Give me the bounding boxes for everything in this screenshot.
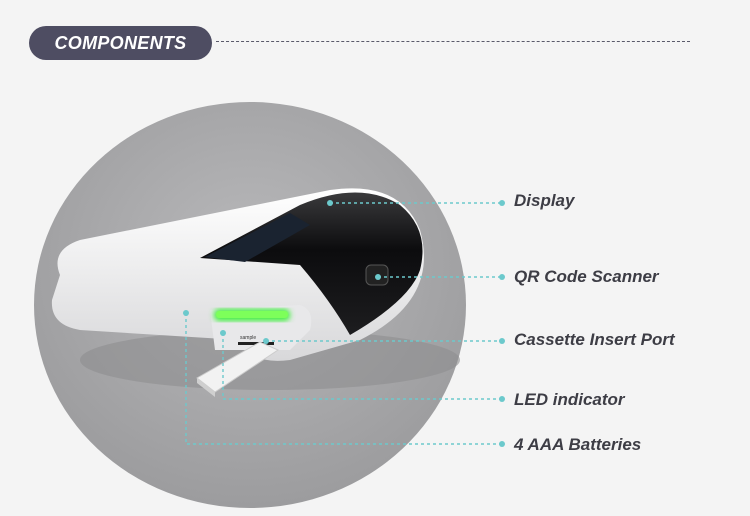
callout-display: Display [514, 191, 575, 210]
callout-qr-code-scanner: QR Code Scanner [514, 267, 659, 286]
slot-label: sample [240, 335, 256, 341]
cassette-slot [238, 342, 274, 345]
header-divider [216, 41, 690, 42]
section-title-badge: COMPONENTS [29, 26, 212, 60]
cassette-side [197, 378, 215, 397]
display-screen [205, 213, 310, 262]
display-housing [200, 192, 423, 335]
callout-lines [185, 202, 502, 445]
callout-dots [183, 200, 505, 447]
callout-led-indicator: LED indicator [514, 390, 625, 409]
callout-cassette-insert-port: Cassette Insert Port [514, 330, 675, 349]
led-indicator-bar [216, 311, 288, 318]
callout-batteries: 4 AAA Batteries [514, 435, 642, 454]
